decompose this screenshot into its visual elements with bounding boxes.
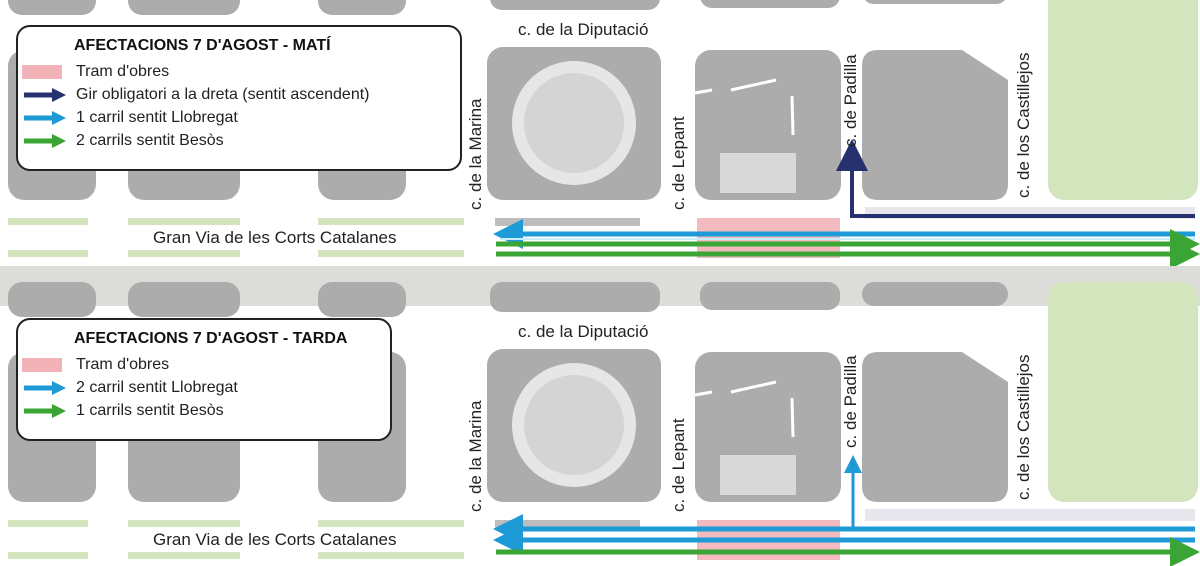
street-label-castillejos: c. de los Castillejos [1014, 354, 1033, 500]
street-label-gran-via: Gran Via de les Corts Catalanes [153, 530, 397, 549]
legend-afternoon: AFECTACIONS 7 D'AGOST - TARDA Tram d'obr… [16, 318, 392, 441]
street-label-marina: c. de la Marina [466, 98, 485, 211]
navy-arrow-icon [22, 85, 68, 105]
legend-label: 1 carril sentit Llobregat [76, 108, 238, 126]
green-arrow-icon [22, 131, 68, 151]
legend-label: Tram d'obres [76, 62, 170, 80]
legend-item: 1 carril sentit Llobregat [18, 106, 460, 129]
legend-title: AFECTACIONS 7 D'AGOST - MATÍ [74, 37, 331, 54]
legend-item: Tram d'obres [18, 353, 390, 376]
legend-item: 2 carrils sentit Besòs [18, 129, 460, 152]
street-label-padilla: c. de Padilla [841, 355, 860, 448]
works-swatch-icon [22, 64, 62, 79]
legend-label: 2 carrils sentit Besòs [76, 131, 224, 149]
legend-morning: AFECTACIONS 7 D'AGOST - MATÍ Tram d'obre… [16, 25, 462, 171]
legend-label: Tram d'obres [76, 355, 170, 373]
legend-label: 2 carril sentit Llobregat [76, 378, 238, 396]
legend-label: 1 carrils sentit Besòs [76, 401, 224, 419]
legend-item: 1 carrils sentit Besòs [18, 399, 390, 422]
legend-item: 2 carril sentit Llobregat [18, 376, 390, 399]
map-panel-afternoon [6, 280, 1200, 566]
street-label-lepant: c. de Lepant [669, 418, 688, 512]
map-panel-morning [6, 0, 1200, 269]
legend-item: Gir obligatori a la dreta (sentit ascend… [18, 83, 460, 106]
route-right-turn [836, 139, 1195, 218]
works-swatch-icon [22, 357, 62, 372]
blue-arrow-icon [22, 378, 68, 398]
legend-title: AFECTACIONS 7 D'AGOST - TARDA [74, 330, 348, 347]
blue-arrow-icon [22, 108, 68, 128]
street-label-castillejos: c. de los Castillejos [1014, 52, 1033, 198]
street-label-diputacio: c. de la Diputació [518, 20, 649, 39]
street-label-padilla: c. de Padilla [841, 54, 860, 147]
street-label-diputacio: c. de la Diputació [518, 322, 649, 341]
street-label-lepant: c. de Lepant [669, 116, 688, 210]
green-arrow-icon [22, 401, 68, 421]
legend-item: Tram d'obres [18, 60, 460, 83]
legend-label: Gir obligatori a la dreta (sentit ascend… [76, 85, 370, 103]
street-label-marina: c. de la Marina [466, 400, 485, 513]
street-label-gran-via: Gran Via de les Corts Catalanes [153, 228, 397, 247]
